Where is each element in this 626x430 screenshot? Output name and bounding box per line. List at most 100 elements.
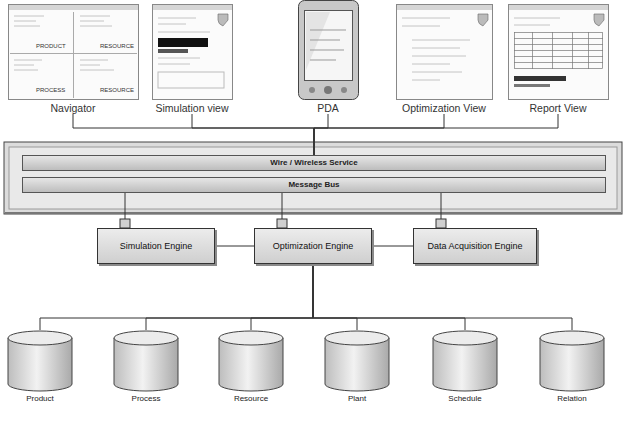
report-screenshot — [509, 5, 609, 100]
navigator-screenshot-part-part — [80, 21, 104, 22]
engine-box: Optimization Engine — [254, 228, 372, 264]
service-band: Wire / Wireless Service — [22, 155, 606, 171]
optimization-screenshot-part — [478, 14, 488, 26]
connector — [372, 246, 413, 247]
screen-view: Optimization View — [395, 4, 493, 114]
cylinder-body — [114, 338, 178, 391]
port-square — [436, 219, 446, 228]
screen-label: RESOURCE — [100, 87, 134, 94]
optimization-screenshot-part — [402, 18, 470, 80]
optimization-screenshot-part-part — [412, 72, 462, 73]
pda-device-part-part — [310, 30, 346, 31]
cylinder-top — [114, 331, 178, 345]
report-screenshot-part-part — [552, 32, 553, 69]
simulation-screenshot-part — [158, 72, 224, 88]
cylinder-top — [540, 331, 604, 345]
navigator-screenshot-part-part — [80, 60, 108, 61]
simulation-screenshot-part — [158, 38, 208, 47]
navigator-screenshot-part-part — [14, 70, 38, 71]
report-screenshot-part-part — [514, 38, 603, 39]
simulation-screenshot-part-part — [158, 24, 186, 25]
navigator-screenshot-part — [14, 16, 114, 70]
optimization-screenshot-part-part — [412, 48, 460, 49]
report-screenshot-part — [514, 84, 550, 87]
connector — [313, 264, 572, 330]
port-square — [277, 219, 287, 228]
port-square — [120, 219, 130, 228]
report-screenshot-part — [514, 32, 603, 69]
screen-view: Simulation view — [151, 4, 233, 114]
report-screenshot-part-part — [532, 32, 533, 69]
caption: Optimization View — [395, 102, 493, 114]
connector — [313, 264, 465, 330]
cylinder-outline — [7, 330, 73, 392]
report-screenshot-part — [514, 76, 566, 81]
cylinder-top — [433, 331, 497, 345]
report-screenshot-part-part — [514, 18, 560, 19]
pda-device-part — [299, 1, 359, 100]
report-screenshot-part — [509, 5, 609, 100]
cylinder-top — [325, 331, 389, 345]
connector — [146, 264, 313, 330]
report-screenshot-part-part — [515, 33, 603, 69]
cylinder-top — [219, 331, 283, 345]
navigator-screenshot-part-part — [14, 26, 40, 27]
database-cylinder: Resource — [209, 330, 293, 404]
cylinder-body — [433, 338, 497, 391]
cylinder-outline — [218, 330, 284, 392]
optimization-screenshot-part-part — [412, 40, 470, 41]
screen-view: Report View — [507, 4, 609, 114]
simulation-screenshot — [153, 5, 233, 100]
database-cylinder: Product — [0, 330, 82, 404]
box-label: Optimization Engine — [273, 241, 354, 252]
connector — [251, 264, 313, 330]
report-screenshot-part-part — [514, 25, 550, 26]
simulation-screenshot-part — [158, 18, 210, 64]
report-screenshot-part — [594, 14, 604, 26]
pda-device — [299, 1, 359, 100]
navigator-screenshot-part — [73, 12, 74, 98]
cylinder-outline — [432, 330, 498, 392]
engine-box: Simulation Engine — [97, 228, 215, 264]
screen-label: PRODUCT — [36, 43, 66, 50]
report-screenshot-part-part — [514, 50, 603, 51]
connector — [40, 264, 313, 330]
box-label: Wire / Wireless Service — [270, 157, 357, 169]
box-label: Simulation Engine — [120, 241, 193, 252]
navigator-screenshot — [9, 5, 139, 100]
caption: PDA — [297, 102, 359, 114]
database-cylinder: Plant — [315, 330, 399, 404]
cylinder-body — [325, 338, 389, 391]
report-screenshot-part-part — [588, 32, 589, 69]
caption: Relation — [530, 394, 614, 404]
connector — [192, 114, 314, 155]
connector — [314, 114, 328, 155]
connector — [314, 114, 444, 155]
box-label: Data Acquisition Engine — [427, 241, 522, 252]
optimization-screenshot-part — [397, 5, 492, 10]
caption: Simulation view — [151, 102, 233, 114]
cylinder-body — [8, 338, 72, 391]
caption: Plant — [315, 394, 399, 404]
connector — [215, 246, 254, 247]
navigator-screenshot-part-part — [14, 60, 42, 61]
simulation-screenshot-part-part — [158, 18, 196, 19]
database-cylinder: Schedule — [423, 330, 507, 404]
report-screenshot-part — [509, 5, 608, 10]
report-screenshot-part-part — [572, 32, 573, 69]
navigator-screenshot-part — [9, 5, 139, 100]
navigator-screenshot-part-part — [14, 16, 44, 17]
caption: Schedule — [423, 394, 507, 404]
simulation-screenshot-part-part — [158, 32, 210, 33]
optimization-screenshot — [397, 5, 493, 100]
optimization-screenshot-part-part — [412, 56, 466, 57]
box-label: Message Bus — [288, 179, 339, 191]
caption: Navigator — [7, 102, 139, 114]
simulation-screenshot-part — [158, 49, 188, 53]
screen-view: Navigator — [7, 4, 139, 114]
service-band: Message Bus — [22, 177, 606, 193]
pda-device-part — [305, 11, 353, 81]
